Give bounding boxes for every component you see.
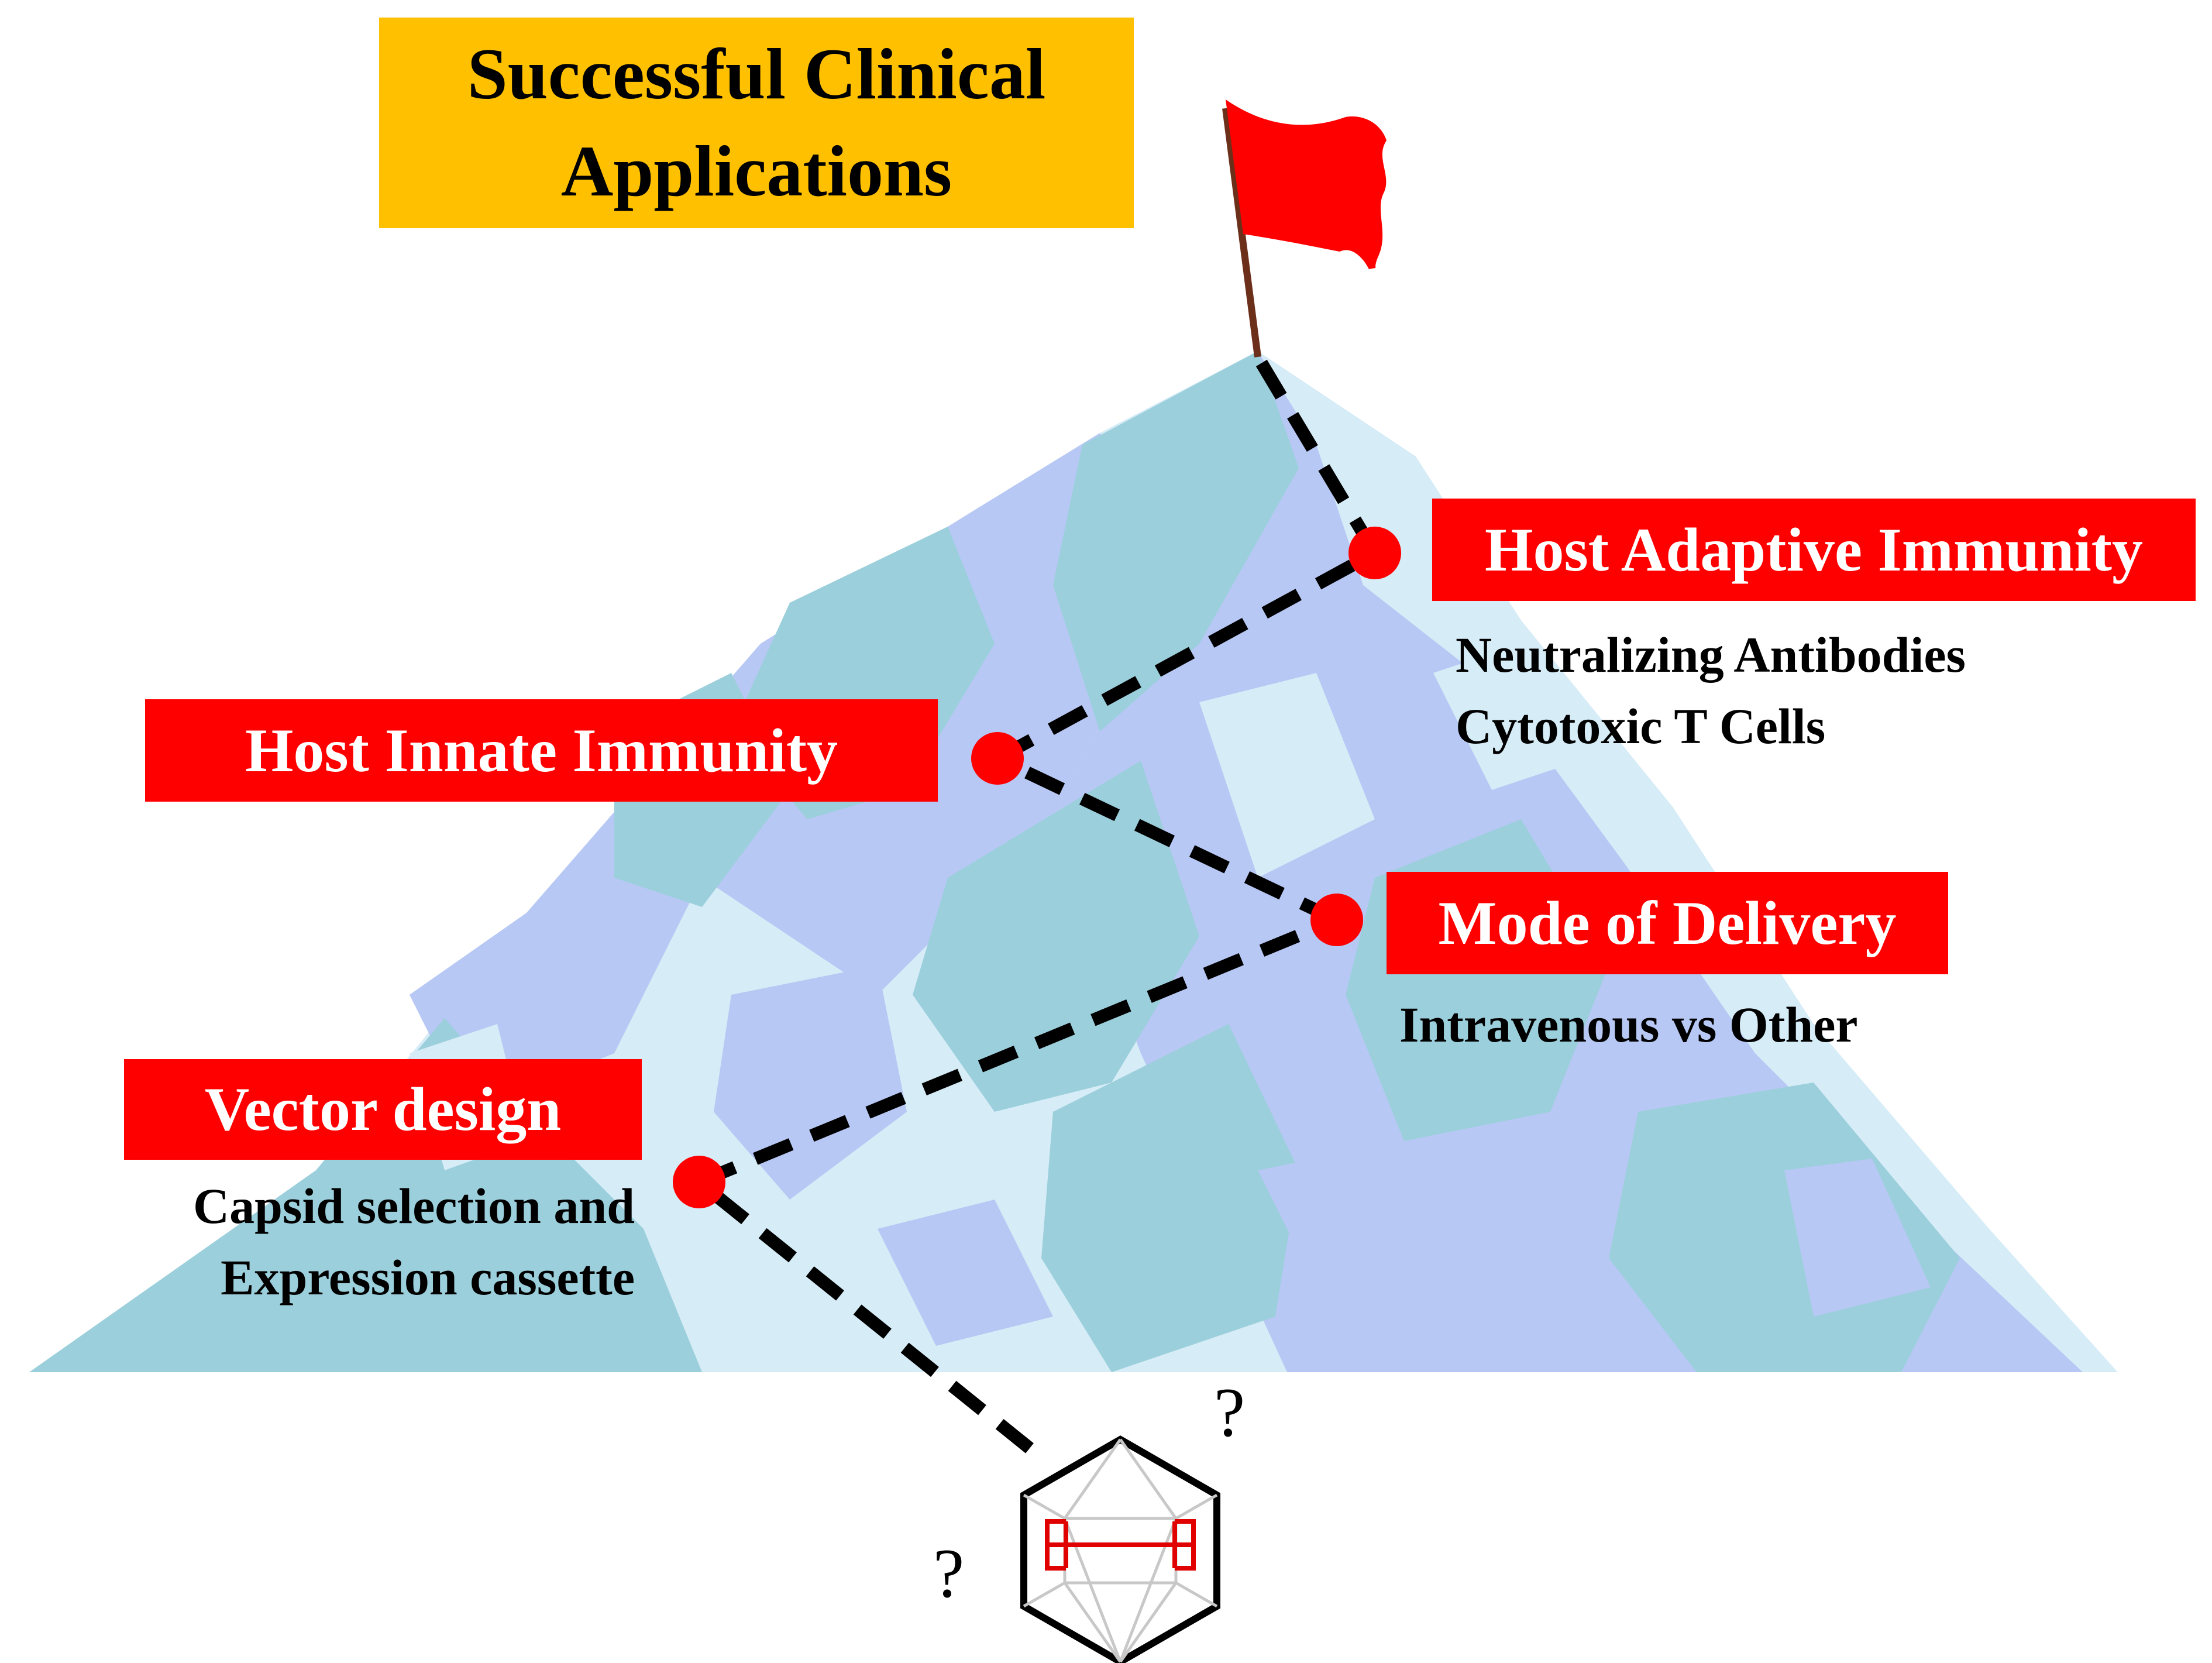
aav-capsid-icon — [1020, 1435, 1220, 1663]
stage-detail-line: Neutralizing Antibodies — [1456, 627, 1966, 683]
question-mark: ? — [933, 1534, 965, 1612]
stage-details-host-adaptive-immunity: Neutralizing Antibodies Cytotoxic T Cell… — [1456, 619, 1966, 762]
stage-details-mode-of-delivery: Intravenous vs Other — [1399, 989, 1858, 1060]
climbing-path — [695, 353, 1381, 1454]
waypoint-host-innate-immunity — [971, 732, 1024, 785]
stage-details-vector-design: Capsid selection and Expression cassette — [88, 1170, 635, 1313]
stage-detail-line: Intravenous vs Other — [1399, 997, 1858, 1053]
title-banner: Successful Clinical Applications — [379, 18, 1134, 228]
stage-label-text: Host Innate Immunity — [245, 716, 838, 785]
stage-label-text: Host Adaptive Immunity — [1485, 515, 2143, 584]
stage-label-text: Vector design — [204, 1075, 562, 1143]
stage-detail-line: Cytotoxic T Cells — [1456, 698, 1826, 754]
stage-detail-line: Capsid selection and — [192, 1178, 635, 1234]
waypoint-mode-of-delivery — [1310, 894, 1363, 946]
diagram-title: Successful Clinical Applications — [467, 34, 1046, 211]
stage-label-host-adaptive-immunity: Host Adaptive Immunity — [1432, 499, 2196, 601]
flag-icon — [1222, 99, 1387, 358]
stage-label-text: Mode of Delivery — [1438, 888, 1897, 957]
stage-detail-line: Expression cassette — [221, 1249, 635, 1305]
waypoint-vector-design — [673, 1156, 725, 1208]
waypoint-host-adaptive-immunity — [1348, 527, 1401, 579]
stage-label-mode-of-delivery: Mode of Delivery — [1387, 872, 1948, 974]
stage-label-vector-design: Vector design — [124, 1059, 642, 1160]
stage-label-host-innate-immunity: Host Innate Immunity — [145, 699, 938, 802]
question-mark: ? — [1214, 1373, 1246, 1451]
